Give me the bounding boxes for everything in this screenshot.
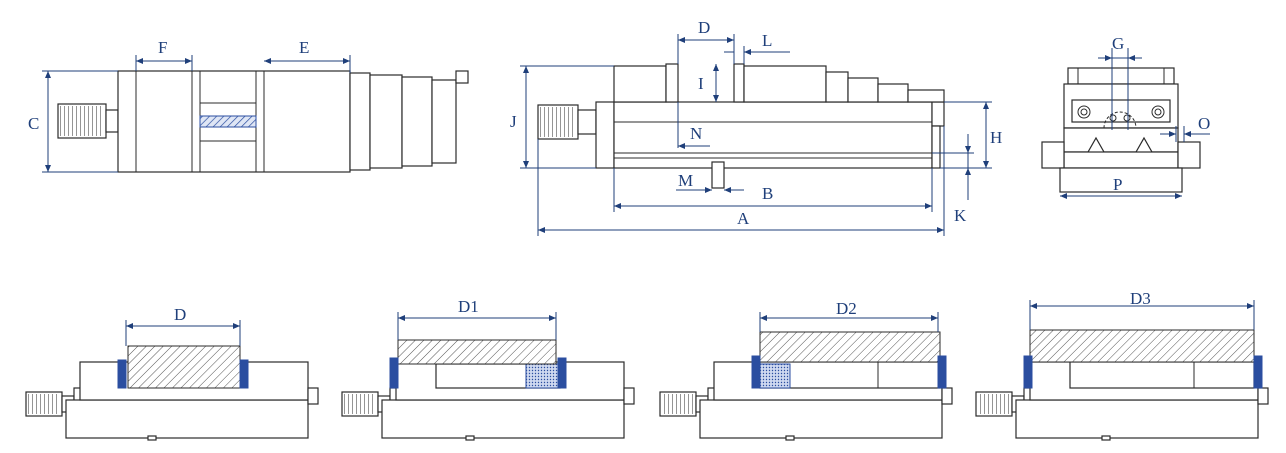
label-O: O [1198, 114, 1210, 133]
label-A: A [737, 209, 750, 228]
label-B: B [762, 184, 773, 203]
label-I: I [698, 74, 704, 93]
label-H: H [990, 128, 1002, 147]
side-view: D L I J N H K [510, 18, 1002, 236]
label-G: G [1112, 34, 1124, 53]
label-K: K [954, 206, 967, 225]
label-C: C [28, 114, 39, 133]
label-config-D1: D1 [458, 297, 479, 316]
label-M: M [678, 171, 693, 190]
label-F: F [158, 38, 167, 57]
label-config-D3: D3 [1130, 289, 1151, 308]
top-view: F E C [28, 38, 469, 173]
config-D: D [25, 305, 319, 441]
end-view: G O P [1041, 34, 1210, 199]
label-N: N [690, 124, 702, 143]
label-P: P [1113, 175, 1122, 194]
label-E: E [299, 38, 309, 57]
label-L: L [762, 31, 772, 50]
config-D1: D1 [341, 297, 635, 441]
label-D: D [698, 18, 710, 37]
config-D2: D2 [659, 299, 953, 441]
label-config-D2: D2 [836, 299, 857, 318]
label-config-D: D [174, 305, 186, 324]
config-D3: D3 [975, 289, 1269, 441]
label-J: J [510, 112, 517, 131]
